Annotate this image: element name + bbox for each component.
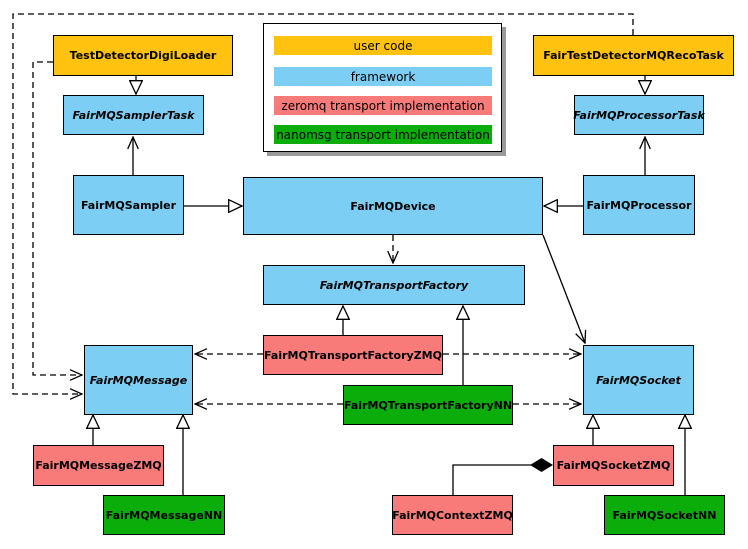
node-label: TestDetectorDigiLoader [69, 49, 217, 62]
node-fairmq-sampler: FairMQSampler [73, 175, 184, 235]
edge-dep-digiloader-message [32, 61, 82, 375]
node-fairmq-message: FairMQMessage [84, 345, 193, 415]
node-fairmq-transport-factory-zmq: FairMQTransportFactoryZMQ [263, 335, 443, 375]
node-fairmq-socket-nn: FairMQSocketNN [604, 495, 725, 535]
legend-item-nanomsg: nanomsg transport implementation [274, 125, 492, 144]
legend-label: nanomsg transport implementation [276, 127, 490, 142]
legend-item-zeromq: zeromq transport implementation [274, 96, 492, 115]
node-label: FairMQTransportFactoryNN [343, 398, 513, 412]
composition-diamond-icon [530, 458, 553, 472]
node-label: FairMQDevice [350, 199, 436, 213]
edge-dep-recotask-message [12, 13, 634, 394]
node-fairmq-socket: FairMQSocket [583, 345, 694, 415]
legend-label: zeromq transport implementation [281, 98, 485, 113]
node-label: FairMQMessage [89, 373, 188, 387]
node-label: FairMQSocketZMQ [556, 459, 671, 472]
legend-label: user code [353, 38, 413, 53]
edge-composition-contextzmq-socketzmq [452, 464, 531, 495]
node-label: FairMQSocket [596, 373, 681, 387]
node-label: FairMQProcessor [586, 198, 692, 212]
node-test-detector-digi-loader: TestDetectorDigiLoader [53, 35, 233, 76]
node-label: FairMQMessageNN [105, 508, 223, 522]
node-label: FairMQSampler [80, 198, 177, 212]
node-fairmq-device: FairMQDevice [243, 177, 543, 235]
legend-item-framework: framework [274, 67, 492, 86]
node-fairmq-message-zmq: FairMQMessageZMQ [33, 445, 164, 486]
legend: user code framework zeromq transport imp… [263, 23, 502, 152]
node-label: FairMQSocketNN [612, 508, 717, 522]
node-label: FairMQTransportFactory [319, 278, 469, 292]
node-fairmq-transport-factory-nn: FairMQTransportFactoryNN [343, 385, 513, 425]
node-fairmq-message-nn: FairMQMessageNN [103, 495, 225, 535]
node-fair-test-detector-mq-reco-task: FairTestDetectorMQRecoTask [533, 35, 734, 76]
node-label: FairTestDetectorMQRecoTask [543, 49, 724, 62]
edge-arrow-device-socket [542, 234, 585, 343]
node-fairmq-transport-factory: FairMQTransportFactory [263, 265, 525, 305]
node-label: FairMQContextZMQ [392, 508, 513, 522]
legend-item-user-code: user code [274, 36, 492, 55]
node-fairmq-sampler-task: FairMQSamplerTask [63, 95, 204, 135]
node-label: FairMQProcessorTask [573, 108, 705, 122]
node-label: FairMQMessageZMQ [35, 459, 162, 472]
node-fairmq-processor: FairMQProcessor [583, 175, 695, 235]
node-label: FairMQSamplerTask [72, 108, 195, 122]
node-label: FairMQTransportFactoryZMQ [264, 348, 442, 362]
node-fairmq-context-zmq: FairMQContextZMQ [392, 495, 513, 535]
node-fairmq-processor-task: FairMQProcessorTask [573, 95, 705, 135]
legend-label: framework [350, 69, 416, 84]
node-fairmq-socket-zmq: FairMQSocketZMQ [553, 445, 674, 486]
